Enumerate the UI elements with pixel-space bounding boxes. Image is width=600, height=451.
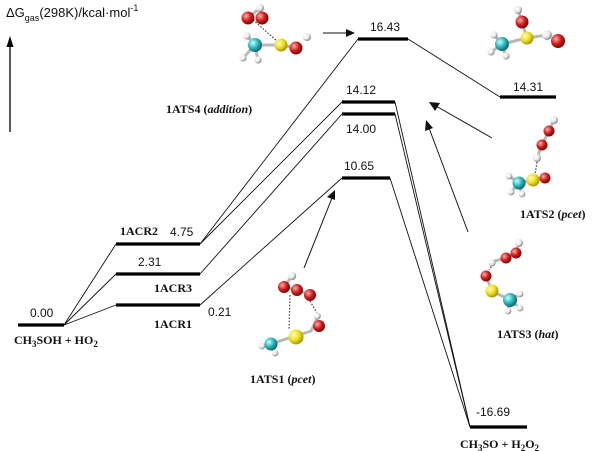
label-acr3: 1ACR3 — [154, 281, 192, 295]
label-ts2: 1ATS2 (pcet) — [520, 207, 585, 221]
energy-values: 0.00 0.21 2.31 4.75 10.65 14.00 14.12 16… — [30, 20, 543, 419]
y-axis-title-sub: gas — [25, 13, 40, 23]
label-acr2: 1ACR2 — [120, 224, 158, 238]
pointer-ts2 — [429, 102, 493, 139]
energy-ts1: 10.65 — [344, 159, 374, 173]
species-labels: CH3SOH + HO2 1ACR1 1ACR3 1ACR2 1ATS4 (ad… — [14, 102, 585, 451]
pointer-ts4 — [323, 29, 355, 37]
energy-ts2: 14.12 — [346, 83, 376, 97]
energy-levels — [18, 37, 556, 429]
energy-reactants: 0.00 — [30, 306, 54, 320]
energy-acr3: 2.31 — [138, 255, 162, 269]
y-axis-title-sup: -1 — [130, 3, 138, 13]
label-reactants: CH3SOH + HO2 — [14, 333, 98, 349]
energy-acr1: 0.21 — [208, 305, 232, 319]
ts4-product-structure-icon — [487, 6, 565, 60]
ts4-structure-icon — [239, 4, 311, 64]
y-axis-arrow — [6, 36, 14, 132]
y-axis-title-main: ΔG — [6, 5, 25, 20]
ts2-structure-icon — [505, 116, 558, 198]
energy-products: -16.69 — [476, 405, 510, 419]
label-acr1: 1ACR1 — [154, 317, 192, 331]
pointer-ts3 — [425, 120, 469, 233]
energy-acr2: 4.75 — [170, 225, 194, 239]
label-ts1: 1ATS1 (pcet) — [250, 372, 315, 386]
connector-lines — [63, 38, 501, 428]
y-axis-title-rest: (298K)/kcal·mol — [39, 5, 130, 20]
label-ts4: 1ATS4 (addition) — [166, 102, 252, 116]
energy-ts4-product: 14.31 — [513, 80, 543, 94]
pointer-arrows — [303, 29, 493, 269]
energy-ts4: 16.43 — [370, 20, 400, 34]
ts1-structure-icon — [258, 271, 325, 357]
label-ts3: 1ATS3 (hat) — [497, 327, 558, 341]
pointer-ts1 — [303, 190, 335, 269]
label-products: CH3SO + H2O2 — [460, 437, 540, 451]
ts3-structure-icon — [480, 239, 524, 315]
energy-ts3: 14.00 — [346, 122, 376, 136]
y-axis-title: ΔGgas(298K)/kcal·mol-1 — [6, 3, 138, 23]
